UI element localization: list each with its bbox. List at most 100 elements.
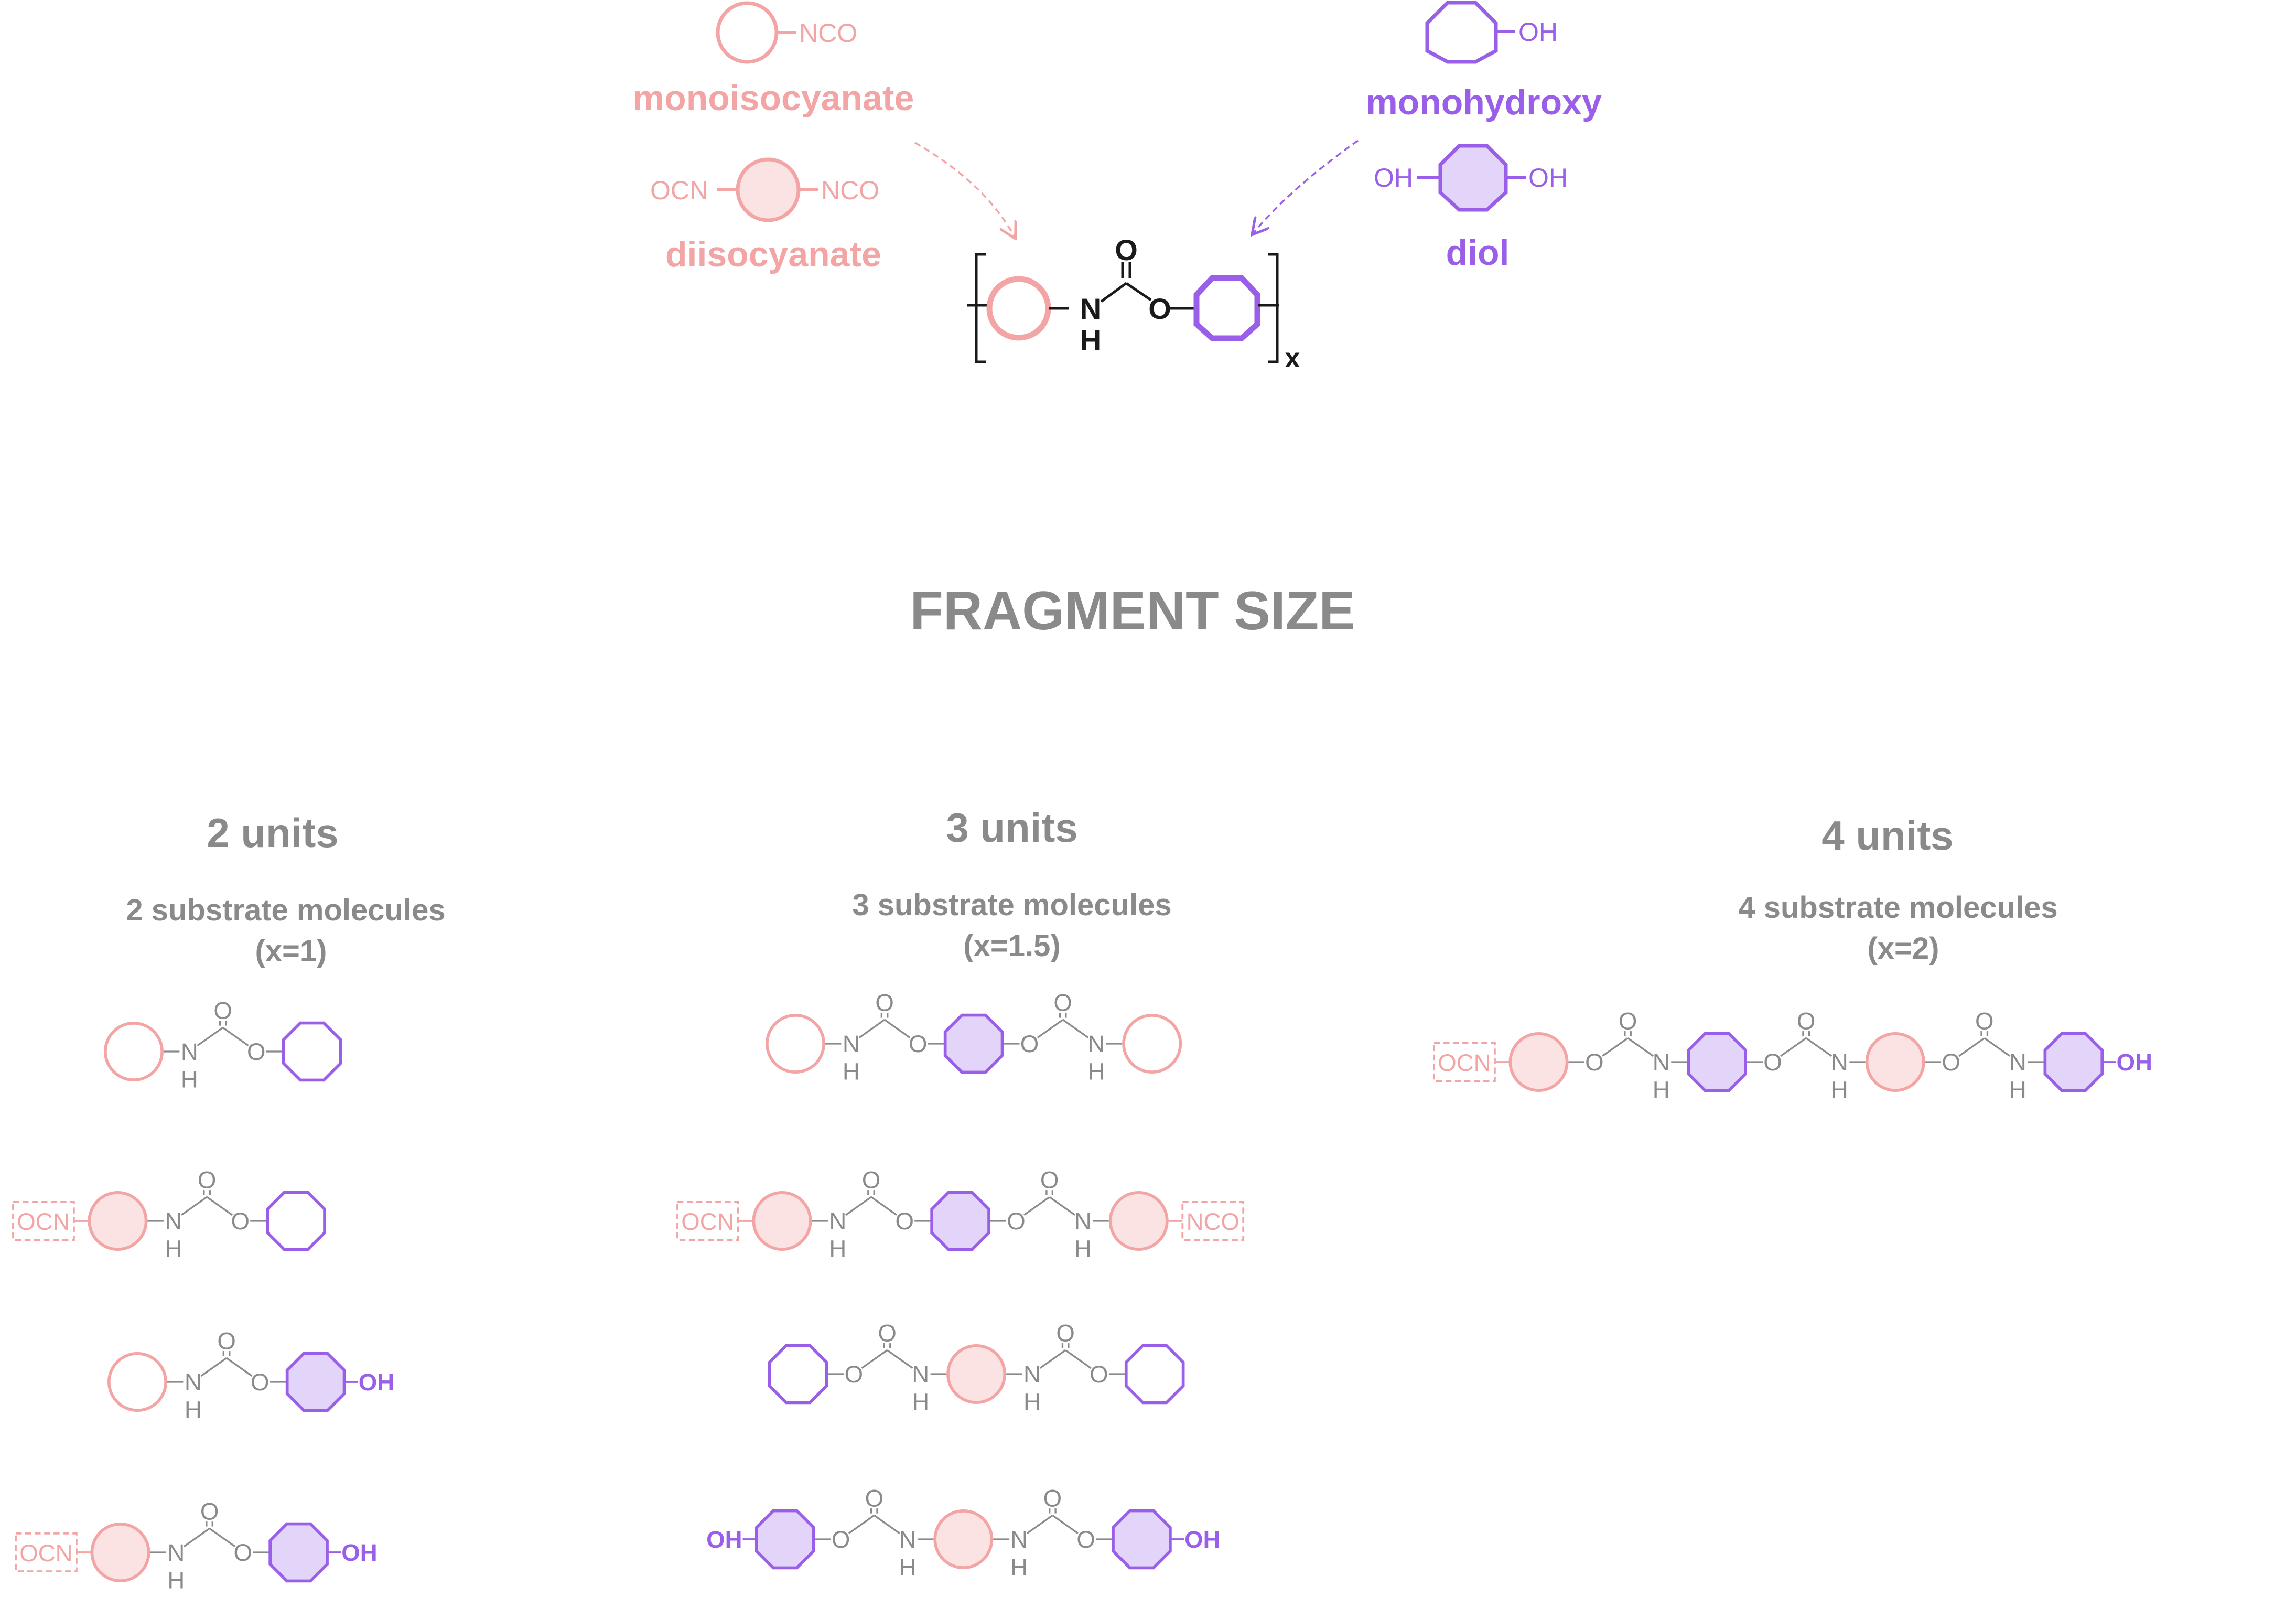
bond	[226, 1357, 253, 1377]
bond	[874, 1515, 900, 1534]
hydroxy-octagon	[282, 1021, 342, 1082]
isocyanate-ring	[1508, 1032, 1569, 1092]
urethane-h-atom: H	[167, 1567, 185, 1593]
carbonyl-o-atom: O	[198, 1166, 216, 1193]
bond	[197, 1027, 224, 1046]
urethane-n-atom: N	[167, 1539, 185, 1566]
urethane-h-atom: H	[1074, 1235, 1092, 1262]
urethane-h-atom: H	[1831, 1076, 1848, 1103]
carbonyl-o-atom: O	[1975, 1007, 1993, 1034]
bond	[222, 1027, 249, 1046]
bond	[206, 1196, 233, 1216]
urethane-n-atom: N	[1010, 1526, 1028, 1553]
bond	[1039, 1349, 1066, 1369]
carbonyl-o-atom: O	[1053, 989, 1072, 1016]
isocyanate-ring	[1108, 1191, 1169, 1251]
bond	[200, 1357, 228, 1377]
carbonyl-o-atom: O	[1115, 233, 1138, 266]
bond	[1023, 1196, 1050, 1216]
urethane-h-atom: H	[181, 1066, 198, 1092]
carbonyl-o-atom: O	[213, 997, 232, 1024]
bond	[1100, 282, 1127, 303]
monohydroxy-label: monohydroxy	[1366, 82, 1602, 122]
bond	[887, 1349, 913, 1369]
ester-o-atom: O	[909, 1031, 927, 1057]
carbonyl-o-atom: O	[875, 989, 893, 1016]
urethane-h-atom: H	[185, 1396, 202, 1423]
bond	[1125, 282, 1152, 302]
column-3-units-header: 3 units 3 substrate molecules (x=1.5)	[852, 805, 1171, 963]
arrow-hydroxy-to-unit	[1253, 140, 1359, 233]
hydroxy-octagon	[768, 1344, 828, 1405]
urethane-n-atom: N	[181, 1038, 198, 1065]
oh-group-label: OH	[706, 1526, 742, 1553]
isocyanate-ring	[946, 1344, 1007, 1405]
ester-o-atom: O	[845, 1361, 863, 1388]
legend-diol: OH OH diol	[1374, 144, 1568, 273]
hydroxy-octagon	[285, 1352, 346, 1412]
isocyanate-ring	[90, 1522, 150, 1583]
monoisocyanate-label: monoisocyanate	[633, 78, 914, 118]
urethane-h-atom: H	[1653, 1076, 1670, 1103]
urethane-n-atom: N	[899, 1526, 916, 1553]
hydroxy-octagon	[1425, 1, 1498, 64]
urethane-n-atom: N	[1653, 1049, 1670, 1076]
column-subtitle: 2 substrate molecules	[126, 893, 445, 927]
column-heading: 2 units	[207, 810, 338, 856]
legend-monohydroxy: OH monohydroxy	[1366, 1, 1602, 122]
ester-o-atom: O	[1007, 1208, 1025, 1235]
bond	[1627, 1037, 1654, 1057]
carbonyl-o-atom: O	[1619, 1007, 1637, 1034]
ocn-group-label: OCN	[681, 1208, 734, 1235]
bond	[1052, 1515, 1079, 1534]
nco-group-label: NCO	[821, 176, 879, 205]
hydroxy-octagon	[1193, 275, 1260, 341]
isocyanate-ring	[104, 1021, 164, 1082]
right-bracket	[1268, 253, 1279, 363]
ester-o-atom: O	[832, 1526, 850, 1553]
ocn-group-label: OCN	[17, 1208, 70, 1235]
ester-o-atom: O	[251, 1369, 269, 1396]
urethane-h-atom: H	[1010, 1553, 1028, 1580]
hydroxy-octagon	[754, 1509, 815, 1570]
nco-group-label: NCO	[799, 18, 857, 48]
ocn-group-label: OCN	[19, 1540, 72, 1567]
ester-o-atom: O	[1763, 1049, 1782, 1076]
hydroxy-octagon	[1124, 1344, 1185, 1405]
legend-monoisocyanate: NCO monoisocyanate	[633, 1, 914, 118]
ester-o-atom: O	[1585, 1049, 1603, 1076]
bond	[848, 1515, 875, 1534]
section-title: FRAGMENT SIZE	[910, 581, 1355, 641]
ester-o-atom: O	[895, 1208, 913, 1235]
bond	[1805, 1037, 1833, 1057]
bond	[1780, 1037, 1807, 1057]
isocyanate-ring	[107, 1352, 168, 1412]
hydroxy-octagon	[1112, 1509, 1172, 1570]
bond	[870, 1196, 897, 1216]
carbonyl-o-atom: O	[217, 1327, 235, 1354]
isocyanate-ring	[1865, 1032, 1925, 1092]
hydroxy-octagon	[1687, 1032, 1747, 1092]
column-subtitle: 3 substrate molecules	[852, 888, 1171, 922]
isocyanate-ring	[766, 1013, 826, 1074]
arrow-isocyanate-to-unit	[914, 142, 1015, 237]
column-2-units-header: 2 units 2 substrate molecules (x=1)	[126, 810, 445, 968]
urethane-h-atom: H	[165, 1235, 182, 1262]
ester-o-atom: O	[1942, 1049, 1960, 1076]
legend-diisocyanate: OCN NCO diisocyanate	[650, 157, 881, 274]
column-formula: (x=1)	[255, 934, 327, 968]
isocyanate-ring	[716, 1, 779, 64]
isocyanate-ring	[986, 276, 1051, 341]
bond	[1026, 1515, 1053, 1534]
urethane-h-atom: H	[912, 1388, 929, 1415]
hydroxy-octagon	[268, 1522, 329, 1583]
urethane-n-atom: N	[1087, 1031, 1105, 1057]
ester-o-atom: O	[233, 1539, 252, 1566]
ester-o-atom: O	[1076, 1526, 1095, 1553]
diol-label: diol	[1446, 233, 1510, 273]
